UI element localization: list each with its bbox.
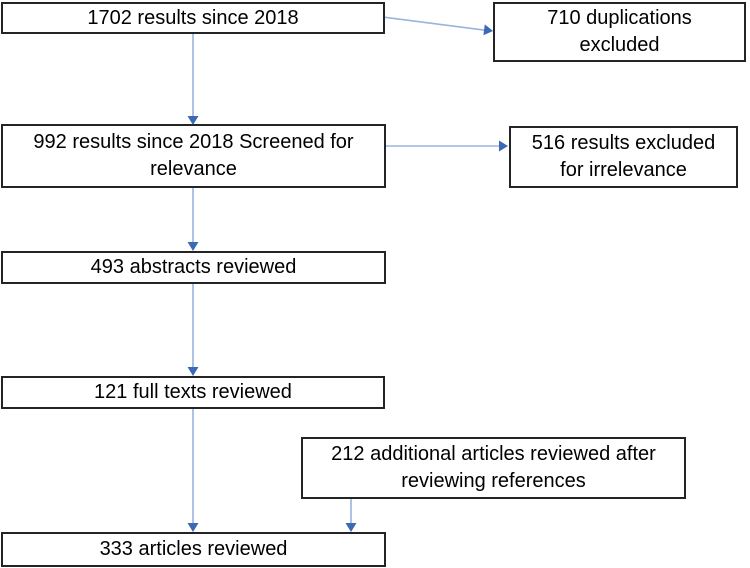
node-excluded-for-irrelevance: 516 results excluded for irrelevance <box>509 126 738 188</box>
node-screened-for-relevance: 992 results since 2018 Screened for rele… <box>1 124 386 188</box>
node-excluded-for-irrelevance-label: 516 results excluded for irrelevance <box>531 132 716 181</box>
node-abstracts-reviewed-label: 493 abstracts reviewed <box>90 256 297 278</box>
node-additional-articles: 212 additional articles reviewed after r… <box>301 437 686 499</box>
node-abstracts-reviewed: 493 abstracts reviewed <box>1 251 386 284</box>
arrow-screened-to-irrelevant-head <box>499 140 508 152</box>
node-results-since-2018-label: 1702 results since 2018 <box>87 6 299 29</box>
node-additional-articles-label: 212 additional articles reviewed after r… <box>331 443 656 492</box>
node-articles-reviewed-label: 333 articles reviewed <box>99 538 288 560</box>
arrow-fulltexts-to-articles-head <box>187 523 199 532</box>
node-duplications-excluded-label: 710 duplications excluded <box>547 7 692 56</box>
node-duplications-excluded: 710 duplications excluded <box>493 2 746 62</box>
node-articles-reviewed: 333 articles reviewed <box>1 532 386 567</box>
arrow-additional-to-articles-head <box>345 523 357 532</box>
node-full-texts-reviewed: 121 full texts reviewed <box>1 376 385 409</box>
arrow-screened-to-abstracts-head <box>187 242 199 251</box>
arrow-results-to-duplications-line <box>383 16 486 31</box>
arrow-abstracts-to-fulltexts-head <box>187 367 199 376</box>
node-results-since-2018: 1702 results since 2018 <box>1 2 385 34</box>
node-screened-for-relevance-label: 992 results since 2018 Screened for rele… <box>33 131 354 180</box>
arrow-results-to-duplications-head <box>483 24 493 36</box>
node-full-texts-reviewed-label: 121 full texts reviewed <box>94 381 292 403</box>
